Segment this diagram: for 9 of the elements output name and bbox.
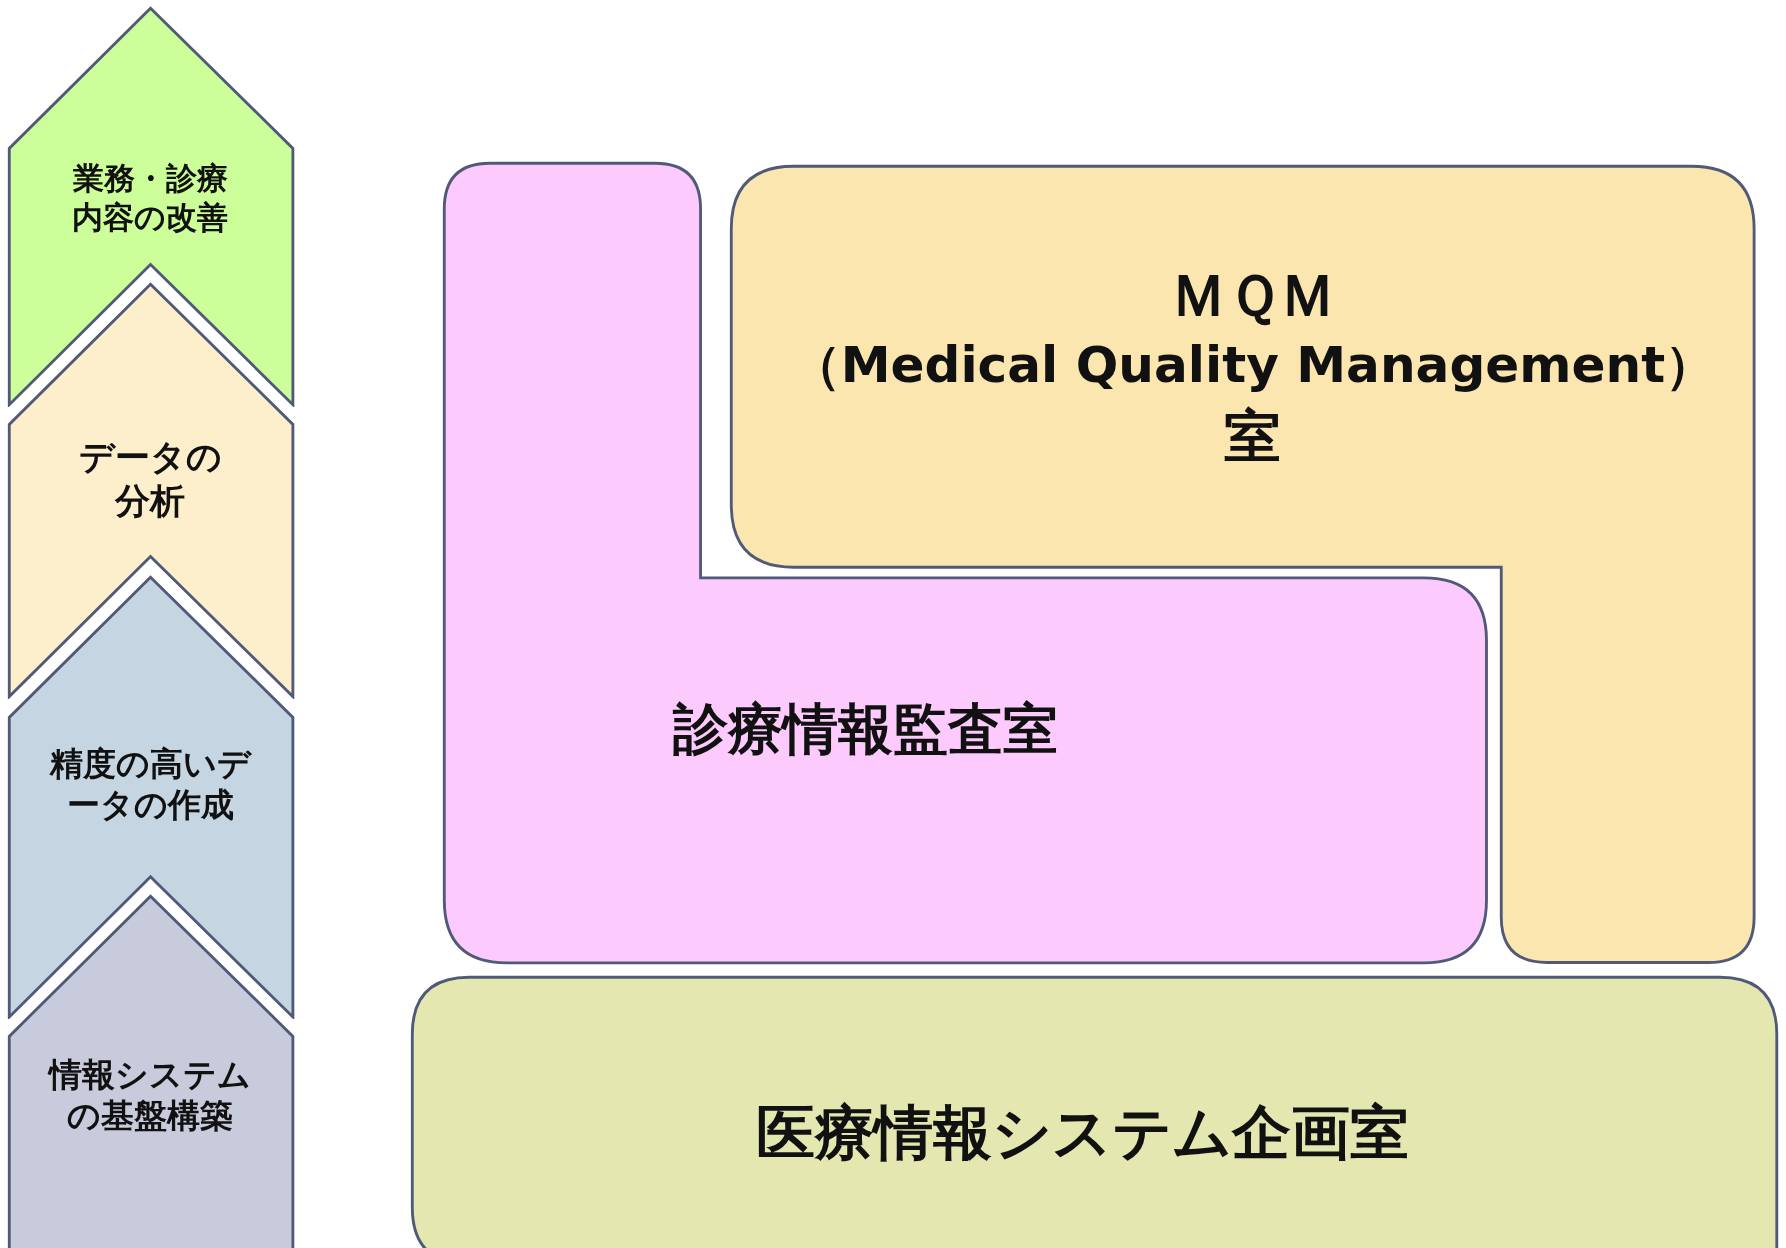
room-name: 室: [1223, 401, 1283, 471]
room-name: データの分析: [77, 435, 223, 524]
room-name: 情報システムの基盤構築: [46, 1053, 253, 1137]
room-name: 医療情報システム企画室: [754, 1096, 1410, 1169]
room-name: （Medical Quality Management）: [789, 333, 1717, 396]
room-name: ＭＱＭ: [1168, 260, 1337, 330]
room-name: 診療情報監査室: [671, 695, 1060, 763]
room-name: 業務・診療内容の改善: [71, 159, 230, 237]
room-name: 精度の高いデータの作成: [48, 742, 253, 826]
